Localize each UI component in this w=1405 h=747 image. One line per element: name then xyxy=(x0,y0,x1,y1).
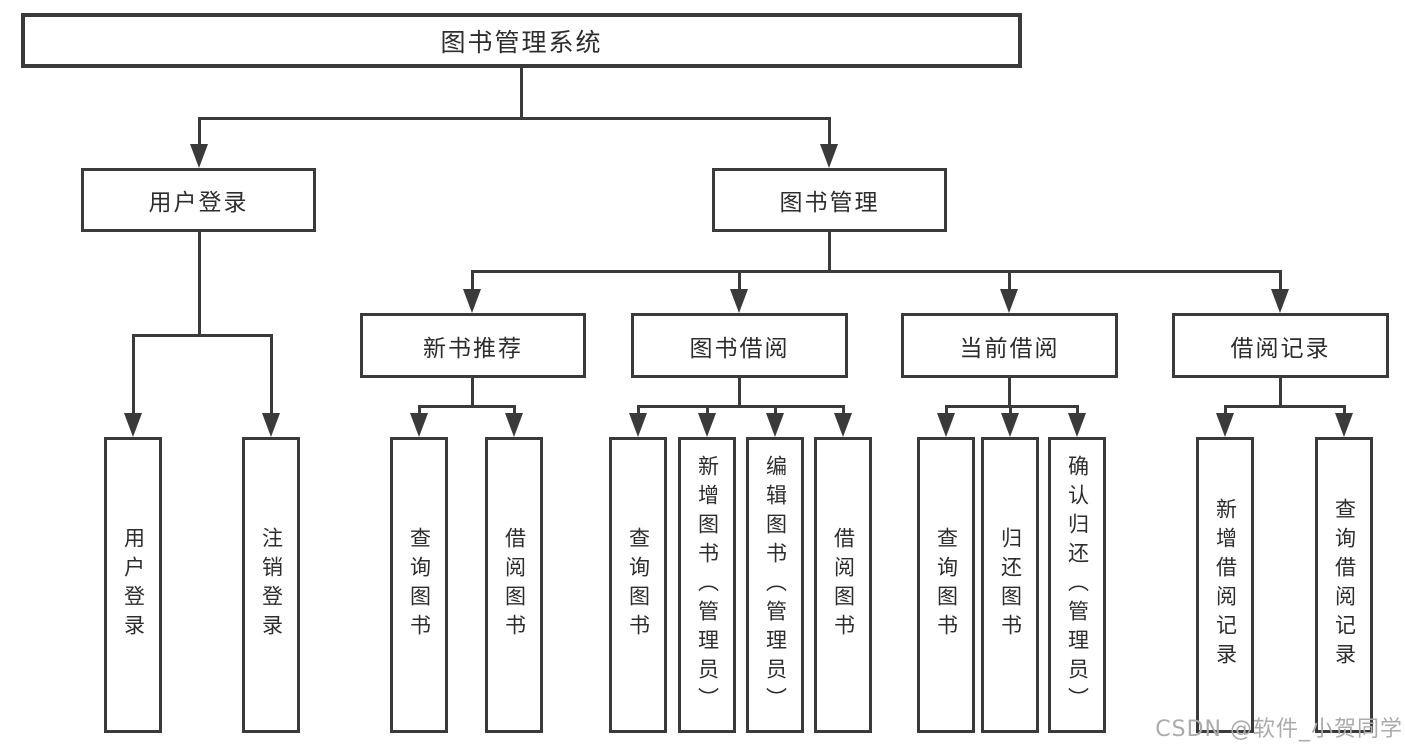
connector-records-trunk xyxy=(1279,378,1282,407)
leaf-edit-book-admin-label: 编辑图书（管理员） xyxy=(763,454,788,716)
connector-drop-leaf xyxy=(270,334,273,418)
leaf-query-borrow-record: 查询借阅记录 xyxy=(1315,437,1373,733)
connector-recommend-trunk xyxy=(471,378,474,407)
arrow-down-icon xyxy=(1001,413,1019,437)
connector-level3-bus xyxy=(471,270,1282,273)
arrow-down-icon xyxy=(629,413,647,437)
node-current-borrow: 当前借阅 xyxy=(901,313,1118,378)
leaf-borrow-query-book: 查询图书 xyxy=(609,437,667,733)
node-root-label: 图书管理系统 xyxy=(440,27,603,57)
node-borrow-records-label: 借阅记录 xyxy=(1230,335,1331,362)
arrow-down-icon xyxy=(1000,289,1018,313)
leaf-borrow-query-book-label: 查询图书 xyxy=(626,527,651,643)
node-root: 图书管理系统 xyxy=(21,13,1022,68)
arrow-down-icon xyxy=(698,413,716,437)
connector-drop-module xyxy=(738,270,741,294)
leaf-add-book-admin: 新增图书（管理员） xyxy=(678,437,736,733)
leaf-current-query-book: 查询图书 xyxy=(917,437,975,733)
arrow-down-icon xyxy=(834,413,852,437)
node-new-book-recommend: 新书推荐 xyxy=(360,313,586,378)
node-user-login: 用户登录 xyxy=(81,168,316,232)
connector-drop-leaf xyxy=(513,405,516,417)
connector-drop-leaf xyxy=(706,405,709,417)
leaf-recommend-query-book: 查询图书 xyxy=(390,437,448,733)
leaf-add-borrow-record: 新增借阅记录 xyxy=(1196,437,1254,733)
leaf-user-login-label: 用户登录 xyxy=(121,527,146,643)
arrow-down-icon xyxy=(262,413,280,437)
arrow-down-icon xyxy=(124,413,142,437)
node-new-book-recommend-label: 新书推荐 xyxy=(423,335,523,362)
csdn-watermark: CSDN @软件_小贺同学 xyxy=(1155,717,1403,742)
arrow-down-icon xyxy=(463,289,481,313)
node-book-borrow: 图书借阅 xyxy=(631,313,848,378)
leaf-borrow-book: 借阅图书 xyxy=(814,437,872,733)
connector-user-login-trunk xyxy=(198,232,201,336)
leaf-user-login: 用户登录 xyxy=(104,437,162,733)
connector-drop-leaf xyxy=(842,405,845,417)
arrow-down-icon xyxy=(937,413,955,437)
leaf-edit-book-admin: 编辑图书（管理员） xyxy=(746,437,804,733)
arrow-down-icon xyxy=(766,413,784,437)
node-current-borrow-label: 当前借阅 xyxy=(959,335,1060,362)
leaf-borrow-book-label: 借阅图书 xyxy=(831,527,856,643)
leaf-current-query-book-label: 查询图书 xyxy=(934,527,959,643)
connector-root-trunk xyxy=(520,68,523,119)
leaf-add-borrow-record-label: 新增借阅记录 xyxy=(1213,498,1238,672)
leaf-add-book-admin-label: 新增图书（管理员） xyxy=(695,454,720,716)
connector-drop-leaf xyxy=(1009,405,1012,417)
connector-drop-user-login xyxy=(198,117,201,149)
arrow-down-icon xyxy=(410,413,428,437)
connector-drop-module xyxy=(471,270,474,294)
leaf-return-book: 归还图书 xyxy=(981,437,1039,733)
leaf-recommend-query-book-label: 查询图书 xyxy=(407,527,432,643)
leaf-logout-label: 注销登录 xyxy=(259,527,284,643)
connector-drop-leaf xyxy=(418,405,421,417)
leaf-recommend-borrow-book: 借阅图书 xyxy=(485,437,543,733)
connector-drop-leaf xyxy=(637,405,640,417)
leaf-logout: 注销登录 xyxy=(242,437,300,733)
connector-drop-leaf xyxy=(1076,405,1079,417)
node-book-management: 图书管理 xyxy=(712,168,947,232)
leaf-recommend-borrow-book-label: 借阅图书 xyxy=(502,527,527,643)
leaf-confirm-return-admin-label: 确认归还（管理员） xyxy=(1065,454,1090,716)
connector-drop-module xyxy=(1008,270,1011,294)
connector-drop-leaf xyxy=(1343,405,1346,417)
connector-drop-leaf xyxy=(774,405,777,417)
arrow-down-icon xyxy=(1271,289,1289,313)
connector-drop-module xyxy=(1279,270,1282,294)
connector-level2-bus xyxy=(198,117,831,120)
connector-recommend-bus xyxy=(418,405,515,408)
connector-drop-leaf xyxy=(945,405,948,417)
arrow-down-icon xyxy=(730,289,748,313)
connector-drop-leaf xyxy=(1224,405,1227,417)
arrow-down-icon xyxy=(820,144,838,168)
leaf-query-borrow-record-label: 查询借阅记录 xyxy=(1332,498,1357,672)
connector-current-trunk xyxy=(1008,378,1011,407)
node-user-login-label: 用户登录 xyxy=(148,190,249,216)
connector-borrow-trunk xyxy=(738,378,741,407)
arrow-down-icon xyxy=(1216,413,1234,437)
node-book-borrow-label: 图书借阅 xyxy=(689,335,790,362)
connector-drop-leaf xyxy=(132,334,135,418)
arrow-down-icon xyxy=(1068,413,1086,437)
connector-records-bus xyxy=(1224,405,1345,408)
node-book-management-label: 图书管理 xyxy=(779,190,880,216)
arrow-down-icon xyxy=(1335,413,1353,437)
connector-book-management-trunk xyxy=(828,232,831,273)
connector-drop-book-management xyxy=(828,117,831,149)
connector-borrow-bus xyxy=(637,405,844,408)
node-borrow-records: 借阅记录 xyxy=(1172,313,1389,378)
leaf-return-book-label: 归还图书 xyxy=(998,527,1023,643)
arrow-down-icon xyxy=(505,413,523,437)
leaf-confirm-return-admin: 确认归还（管理员） xyxy=(1048,437,1106,733)
arrow-down-icon xyxy=(190,144,208,168)
connector-user-login-bus xyxy=(132,334,272,337)
